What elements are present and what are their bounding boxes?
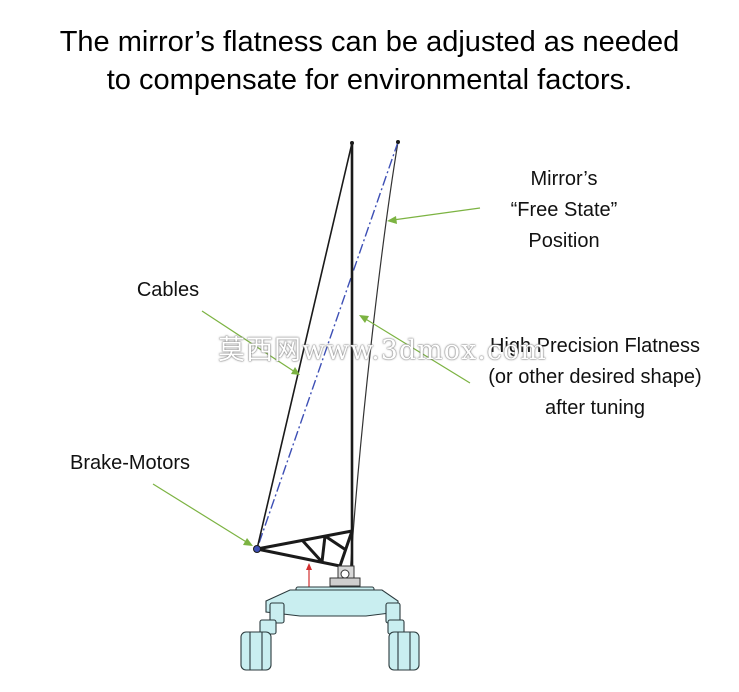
arrow-cables xyxy=(201,310,296,373)
arrow-high-precision-head xyxy=(359,315,369,323)
label-free-state-line-3: Position xyxy=(528,230,600,252)
label-high-precision-line-3: after tuning xyxy=(544,397,646,419)
cable-line xyxy=(256,142,353,550)
free-state-curve xyxy=(349,141,399,576)
label-high-precision: High Precision Flatness (or other desire… xyxy=(462,331,728,424)
label-high-precision-line-1: High Precision Flatness xyxy=(489,335,701,357)
left-wheel xyxy=(240,631,272,671)
mast-top-point xyxy=(350,141,354,145)
brake-motor-point xyxy=(253,545,261,553)
arrow-brake-motors xyxy=(152,483,249,544)
label-free-state-line-2: “Free State” xyxy=(510,199,618,221)
red-indicator xyxy=(306,563,322,591)
right-wheel xyxy=(388,631,420,671)
pivot-hardware xyxy=(329,565,361,587)
label-cables: Cables xyxy=(136,279,200,301)
free-state-top-point xyxy=(396,140,400,144)
watermark-text: 莫西网www.3dmox.com xyxy=(218,335,547,366)
truss-frame xyxy=(256,529,354,568)
arrow-free-state-head xyxy=(387,216,397,224)
title-line-2: to compensate for environmental factors. xyxy=(106,64,633,96)
arrow-free-state xyxy=(392,207,481,221)
arrow-brake-motors-head xyxy=(243,538,253,546)
label-free-state: Mirror’s “Free State” Position xyxy=(478,164,650,257)
arrow-cables-head xyxy=(291,367,300,375)
arrow-high-precision xyxy=(363,317,471,384)
title-line-1: The mirror’s flatness can be adjusted as… xyxy=(59,26,680,58)
base-cart xyxy=(259,586,405,635)
label-brake-motors: Brake-Motors xyxy=(69,452,191,474)
label-high-precision-line-2: (or other desired shape) xyxy=(488,366,702,388)
label-free-state-line-1: Mirror’s xyxy=(530,168,598,190)
